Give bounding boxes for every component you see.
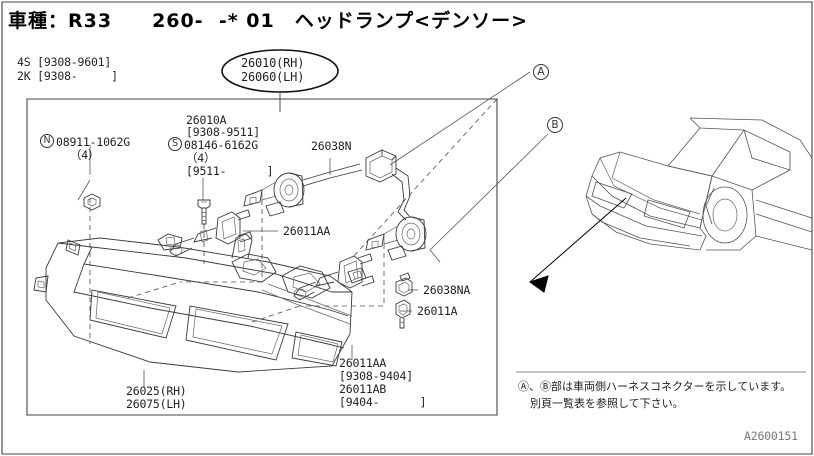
screw-fastener	[197, 199, 211, 225]
housing-lh-label: 26075(LH)	[126, 397, 187, 411]
bulb-socket-lower	[365, 216, 427, 261]
screw-group-title: 26010A	[186, 113, 227, 127]
harness-connector	[365, 149, 397, 183]
grommet-label: 26038NA	[423, 283, 471, 297]
bulb-socket-upper	[243, 172, 305, 217]
screw-quantity: （4）	[186, 151, 216, 165]
variant-note-2: 2K [9308- ]	[17, 69, 118, 83]
bulb-detail-parts	[83, 149, 427, 344]
leader-lines	[77, 71, 549, 388]
car-illustration	[585, 117, 813, 251]
main-callout-lh: 26060(LH)	[241, 70, 305, 84]
nut-fastener	[83, 193, 101, 211]
nut-quantity: （4）	[70, 148, 100, 162]
note-line-1: Ⓐ、Ⓑ部は車両側ハーネスコネクターを示しています。	[518, 380, 792, 393]
nut-part-number: 08911-1062G	[56, 135, 130, 149]
variant-note-1: 4S [9308-9601]	[17, 55, 112, 69]
grommet-part	[395, 272, 413, 297]
page-title: 車種：R33 260- -* 01 ヘッドランプ<デンソー>	[8, 10, 528, 32]
bulb-group-2-range: [9404- ]	[339, 395, 427, 409]
main-callout-rh: 26010(RH)	[241, 56, 305, 70]
housing-rh-label: 26025(RH)	[126, 384, 187, 398]
headlamp-assembly-illustration	[33, 233, 367, 373]
harness-label: 26038N	[311, 139, 352, 153]
small-bulb-part	[395, 299, 411, 329]
connector-b-marker: B	[547, 117, 563, 133]
drawing-code: A2600151	[744, 429, 798, 443]
bulb-upper-left	[169, 209, 253, 257]
screw-group-range: [9308-9511]	[186, 125, 260, 139]
bulb-group-1-label: 26011AA	[339, 356, 387, 370]
small-bulb-label: 26011A	[417, 304, 458, 318]
harness-wires	[302, 163, 411, 221]
connector-a-marker: A	[533, 64, 549, 80]
screw-part-number: 08146-6162G	[184, 138, 258, 152]
car-to-part-arrow	[528, 197, 627, 293]
bulb-group-2-label: 26011AB	[339, 382, 387, 396]
note-line-2: 別頁一覧表を参照して下さい。	[530, 397, 684, 410]
screw-range-2: [9511- ]	[186, 164, 274, 178]
screw-symbol-icon: S	[168, 137, 182, 151]
assembly-guides	[89, 198, 385, 344]
nut-symbol-icon: N	[40, 134, 54, 148]
bulb-group-1-range: [9308-9404]	[339, 369, 413, 383]
detail-box-frame	[26, 98, 498, 416]
main-callout-ellipse	[221, 49, 339, 112]
bulb-main-label: 26011AA	[283, 224, 331, 238]
bulb-lower-left	[293, 253, 375, 301]
